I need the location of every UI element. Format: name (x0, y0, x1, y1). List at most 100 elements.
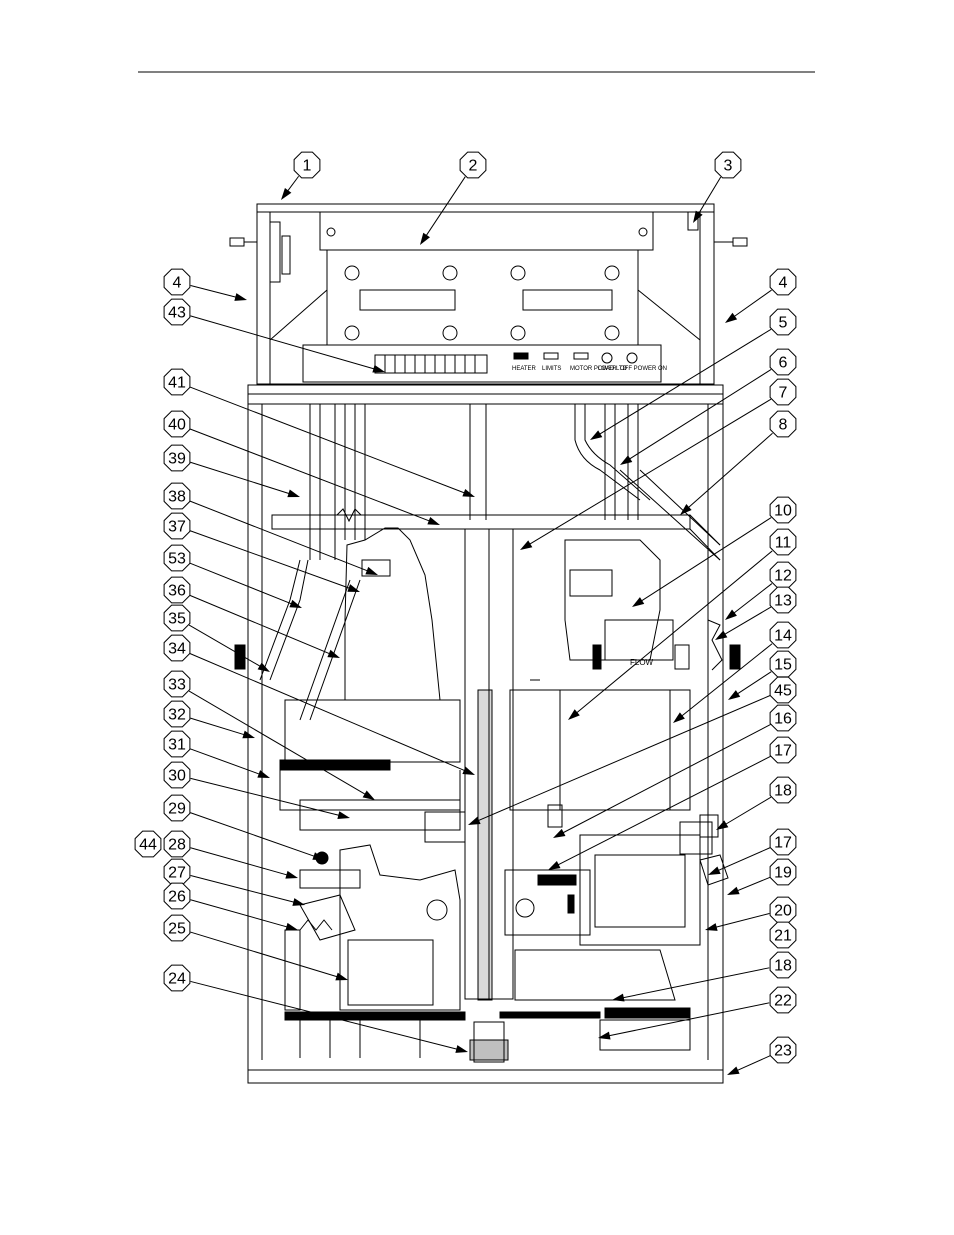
callout-c18b: 18 (612, 951, 797, 1002)
callout-leader (714, 912, 770, 929)
callout-octagon (769, 828, 797, 856)
callout-octagon (163, 761, 191, 789)
panel-label-motor-power: MOTOR POWER (570, 366, 617, 372)
bottom-pulley (473, 1021, 505, 1063)
callout-arrowhead (632, 597, 645, 607)
callout-c23: 23 (727, 1036, 797, 1075)
callout-octagon (163, 444, 191, 472)
callout-number: 21 (774, 928, 792, 945)
callout-octagon (769, 921, 797, 949)
callout-c5: 5 (590, 308, 797, 440)
callout-leader (425, 176, 466, 237)
callout-leader (621, 967, 770, 999)
callout-c21: 21 (769, 921, 797, 949)
callout-c24: 24 (163, 964, 468, 1053)
callout-number: 1 (303, 158, 312, 175)
callout-arrowhead (727, 886, 740, 895)
callout-octagon (769, 736, 797, 764)
callout-c18a: 18 (716, 776, 797, 830)
callout-number: 17 (774, 835, 792, 852)
callout-number: 16 (774, 711, 792, 728)
panel-label-load-ltd: LOAD LTD (598, 366, 628, 372)
callout-c35: 35 (163, 604, 270, 672)
callout-number: 20 (774, 903, 792, 920)
callout-leader (188, 624, 262, 668)
callout-c39: 39 (163, 444, 300, 498)
callout-arrowhead (365, 566, 378, 575)
callout-leader (561, 724, 771, 834)
callout-leader (189, 653, 466, 772)
callout-octagon (163, 410, 191, 438)
callout-leader (607, 1002, 770, 1037)
callout-leader (680, 643, 773, 718)
callout-octagon (163, 576, 191, 604)
callout-leader (556, 755, 771, 866)
callout-number: 17 (774, 743, 792, 760)
callout-c25: 25 (163, 914, 348, 981)
callout-number: 35 (168, 611, 186, 628)
callout-number: 36 (168, 583, 186, 600)
callout-octagon (163, 830, 191, 858)
callout-leader (190, 875, 296, 903)
control-box (256, 203, 715, 385)
callout-leader (716, 847, 771, 872)
callout-leader (189, 562, 293, 605)
callout-c17b: 17 (708, 828, 797, 875)
callout-number: 25 (168, 921, 186, 938)
callout-leader (190, 847, 289, 876)
callout-c40: 40 (163, 410, 440, 525)
callout-number: 18 (774, 783, 792, 800)
callout-leader (189, 428, 431, 522)
callout-number: 12 (774, 568, 792, 585)
callout-c2: 2 (420, 151, 487, 245)
panel-labels: HEATER LIMITS MOTOR POWER LOAD LTD OFF P… (512, 366, 667, 667)
callout-arrowhead (427, 516, 440, 525)
callout-octagon (163, 604, 191, 632)
callout-c22: 22 (598, 986, 797, 1040)
callout-arrowhead (234, 293, 247, 301)
callout-octagon (163, 914, 191, 942)
left-pump-body (339, 844, 461, 1011)
callout-leader (732, 583, 773, 615)
callout-octagon (769, 986, 797, 1014)
callout-arrowhead (568, 709, 580, 720)
callout-number: 8 (779, 417, 788, 434)
callout-leader (188, 690, 367, 796)
callout-arrowhead (620, 455, 633, 465)
callout-leader (528, 398, 772, 546)
callout-c6: 6 (620, 348, 797, 465)
callout-octagon (163, 634, 191, 662)
callout-number: 7 (779, 385, 788, 402)
callout-arrowhead (612, 993, 625, 1002)
callout-number: 34 (168, 641, 186, 658)
callout-c26: 26 (163, 882, 298, 931)
callout-arrowhead (727, 1066, 740, 1075)
callout-octagon (163, 700, 191, 728)
callout-leader (189, 500, 369, 572)
callout-leader (190, 315, 376, 370)
callout-c1: 1 (281, 151, 321, 200)
callout-number: 29 (168, 801, 186, 818)
callout-c53: 53 (163, 544, 302, 608)
callout-octagon (714, 151, 742, 179)
callout-arrowhead (468, 816, 481, 825)
drive-belt (477, 689, 493, 1001)
callout-c27: 27 (163, 858, 305, 906)
terminal-panel (302, 344, 662, 383)
right-valve-assembly (564, 539, 661, 661)
panel-label-heater: HEATER (512, 366, 537, 372)
base-plate (247, 1069, 724, 1084)
callout-octagon (163, 298, 191, 326)
callout-octagon (769, 308, 797, 336)
callout-leader (190, 461, 291, 495)
callout-c8: 8 (680, 410, 797, 515)
callout-octagon (163, 794, 191, 822)
callout-octagon (769, 586, 797, 614)
callout-arrowhead (281, 187, 292, 200)
callout-c36: 36 (163, 576, 340, 658)
callout-number: 27 (168, 865, 186, 882)
callout-arrowhead (285, 922, 298, 931)
callout-leader (628, 369, 772, 461)
callout-leader (286, 175, 300, 193)
callout-leader (190, 717, 246, 736)
